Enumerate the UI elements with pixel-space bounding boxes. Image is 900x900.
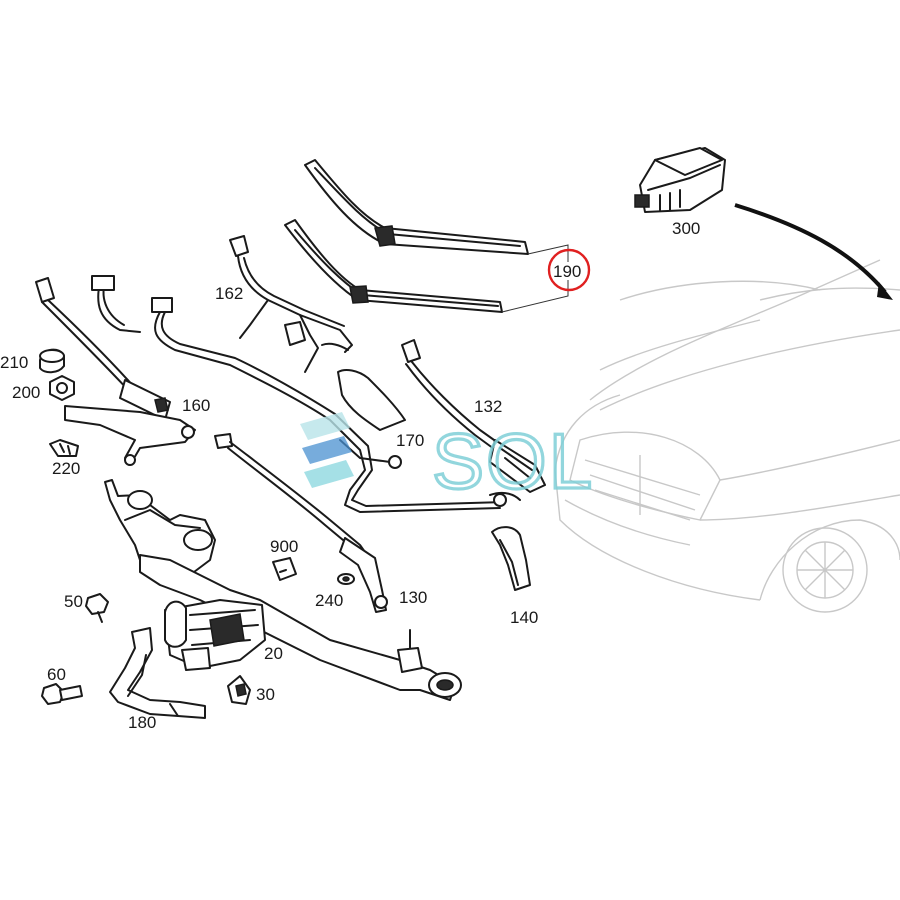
wiper-linkage-frame-part — [104, 479, 462, 701]
center-wiper-arm-part — [214, 433, 388, 613]
cap-nut-parts — [39, 348, 75, 401]
callout-20: 20 — [264, 644, 283, 663]
right-wiper-arm-part — [401, 339, 546, 493]
wiper-cap-part — [491, 526, 531, 591]
callout-300: 300 — [672, 219, 700, 238]
callout-210: 210 — [0, 353, 28, 372]
bolt-60-part — [41, 683, 83, 705]
callout-60: 60 — [47, 665, 66, 684]
callout-180: 180 — [128, 713, 156, 732]
rain-sensor-part — [634, 147, 726, 213]
callout-200: 200 — [12, 383, 40, 402]
pointer-arrow — [734, 203, 893, 300]
clip-part — [49, 439, 79, 457]
wiper-blades-part — [284, 159, 529, 313]
callout-162: 162 — [215, 284, 243, 303]
callout-240: 240 — [315, 591, 343, 610]
callout-132: 132 — [474, 397, 502, 416]
car-outline — [554, 259, 900, 613]
callout-190: 190 — [553, 262, 581, 281]
clip-30-part — [227, 675, 251, 705]
callout-170: 170 — [396, 431, 424, 450]
callout-900: 900 — [270, 537, 298, 556]
watermark-text: SOL — [432, 417, 594, 505]
highlight-circle — [547, 248, 591, 292]
washer-line-harness-part — [91, 275, 521, 513]
callout-labels: 190 300 162 210 200 160 132 170 220 900 … — [0, 219, 700, 732]
callout-30: 30 — [256, 685, 275, 704]
callout-140: 140 — [510, 608, 538, 627]
leader-lines — [501, 244, 569, 313]
sol-watermark: SOL — [300, 412, 594, 507]
callout-50: 50 — [64, 592, 83, 611]
bracket-180-part — [109, 627, 206, 719]
callout-160: 160 — [182, 396, 210, 415]
washer-hose-assembly-part — [229, 235, 353, 373]
callout-130: 130 — [399, 588, 427, 607]
left-wiper-arm-part — [35, 277, 196, 466]
connector-part — [272, 557, 297, 581]
callout-220: 220 — [52, 459, 80, 478]
bolt-50-part — [85, 593, 109, 623]
washer-part — [337, 573, 355, 585]
